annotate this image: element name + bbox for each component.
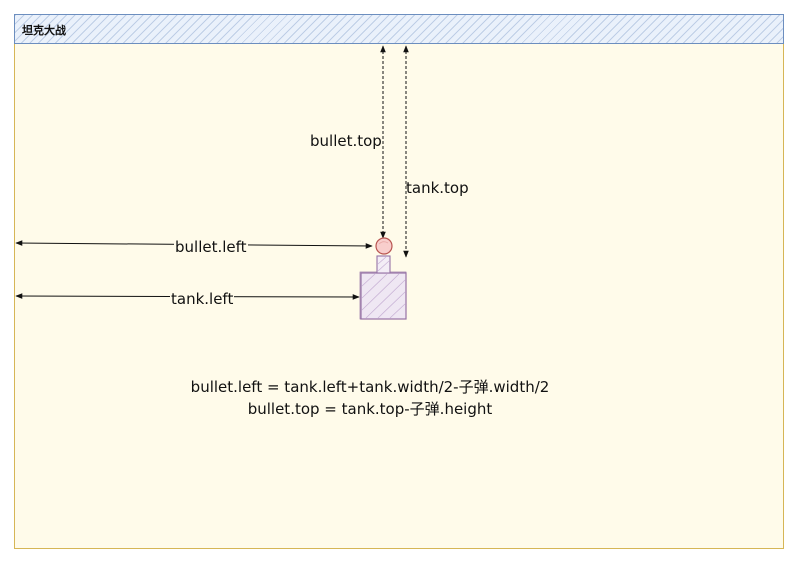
tank-barrel <box>376 255 391 274</box>
bullet-top-formula: bullet.top = tank.top-子弹.height <box>247 400 493 418</box>
bullet-top-label: bullet.top <box>310 132 382 150</box>
bullet-left-label: bullet.left <box>174 238 248 256</box>
tank-body <box>359 271 407 320</box>
window-titlebar <box>14 14 784 44</box>
bullet-circle <box>375 237 393 255</box>
tank-left-label: tank.left <box>170 290 235 308</box>
tank-top-label: tank.top <box>406 179 469 197</box>
window-title: 坦克大战 <box>22 24 66 37</box>
bullet-left-formula: bullet.left = tank.left+tank.width/2-子弹.… <box>190 378 550 396</box>
